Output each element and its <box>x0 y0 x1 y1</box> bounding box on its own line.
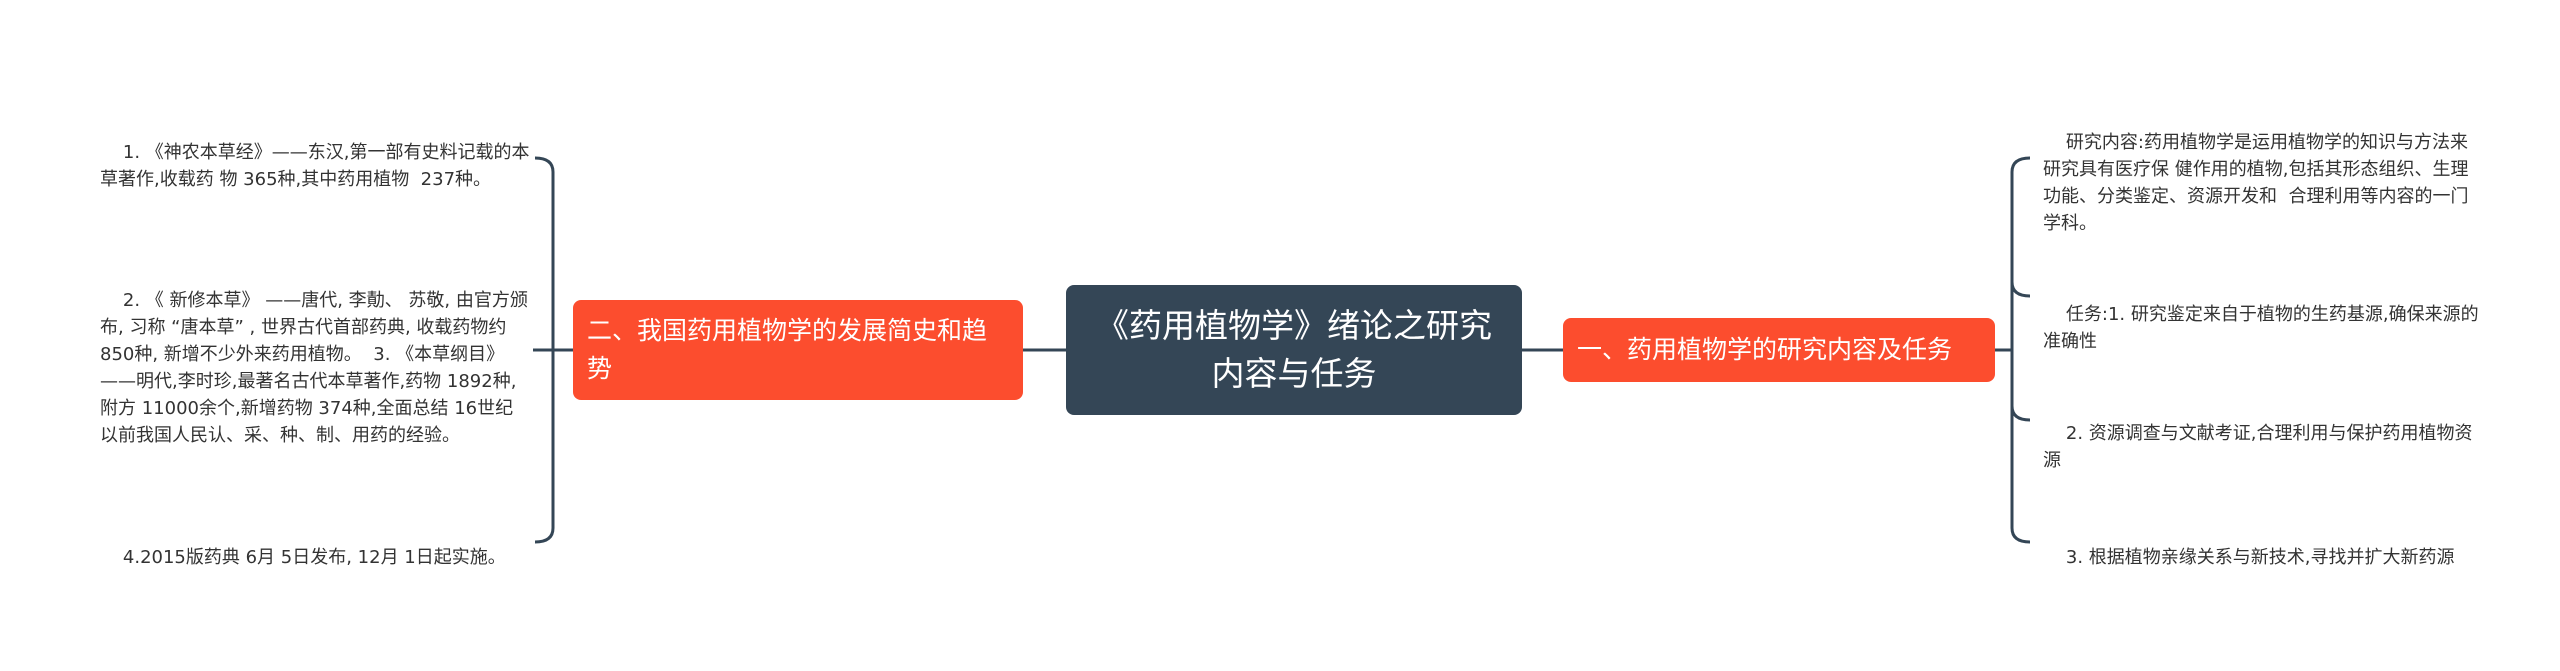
right-leaf-1-text: 研究内容:药用植物学是运用植物学的知识与方法来研究具有医疗保 健作用的植物,包括… <box>2043 132 2469 234</box>
left-leaf-2-text: 2. 《 新修本草》 ——唐代, 李勣、 苏敬, 由官方颁布, 习称 “唐本草”… <box>100 290 528 446</box>
left-leaf-1-text: 1. 《神农本草经》——东汉,第一部有史料记载的本草著作,收载药 物 365种,… <box>100 142 530 190</box>
right-leaf-2[interactable]: 任务:1. 研究鉴定来自于植物的生药基源,确保来源的准确性 <box>2043 274 2483 382</box>
left-branch-label: 二、我国药用植物学的发展简史和趋势 <box>587 316 988 383</box>
left-leaf-3[interactable]: 4.2015版药典 6月 5日发布, 12月 1日起实施。 <box>100 517 530 598</box>
right-branch-topic[interactable]: 一、药用植物学的研究内容及任务 <box>1563 318 1995 382</box>
right-bracket-tick-3 <box>2010 405 2031 422</box>
left-leaf-2[interactable]: 2. 《 新修本草》 ——唐代, 李勣、 苏敬, 由官方颁布, 习称 “唐本草”… <box>100 260 530 476</box>
right-leaf-1[interactable]: 研究内容:药用植物学是运用植物学的知识与方法来研究具有医疗保 健作用的植物,包括… <box>2043 102 2483 264</box>
left-leaf-3-text: 4.2015版药典 6月 5日发布, 12月 1日起实施。 <box>122 547 506 568</box>
root-topic[interactable]: 《药用植物学》绪论之研究内容与任务 <box>1066 285 1522 415</box>
left-branch-topic[interactable]: 二、我国药用植物学的发展简史和趋势 <box>573 300 1023 400</box>
right-bracket-tick-2 <box>2010 281 2031 298</box>
root-topic-label: 《药用植物学》绪论之研究内容与任务 <box>1096 306 1492 393</box>
right-leaf-4[interactable]: 3. 根据植物亲缘关系与新技术,寻找并扩大新药源 <box>2043 517 2483 598</box>
right-leaf-3[interactable]: 2. 资源调查与文献考证,合理利用与保护药用植物资源 <box>2043 393 2483 501</box>
right-leaf-2-text: 任务:1. 研究鉴定来自于植物的生药基源,确保来源的准确性 <box>2043 304 2479 352</box>
right-leaf-4-text: 3. 根据植物亲缘关系与新技术,寻找并扩大新药源 <box>2065 547 2455 568</box>
right-bracket <box>2010 156 2031 544</box>
left-bracket <box>534 156 555 544</box>
right-leaf-3-text: 2. 资源调查与文献考证,合理利用与保护药用植物资源 <box>2043 423 2473 471</box>
right-branch-label: 一、药用植物学的研究内容及任务 <box>1577 335 1953 364</box>
left-leaf-1[interactable]: 1. 《神农本草经》——东汉,第一部有史料记载的本草著作,收载药 物 365种,… <box>100 112 530 220</box>
